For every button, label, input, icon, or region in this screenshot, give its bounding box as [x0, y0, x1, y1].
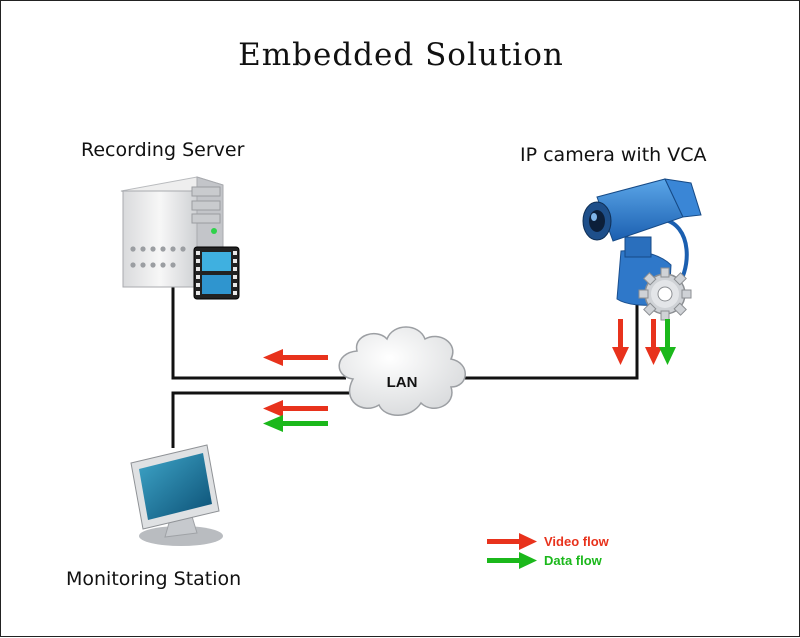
video-flow-arrow: [263, 349, 328, 366]
ip-camera-label: IP camera with VCA: [520, 144, 707, 166]
server-flow-arrows: [263, 349, 328, 366]
monitor-flow-arrows: [263, 400, 328, 432]
lan-label: LAN: [387, 374, 418, 391]
camera-flow-arrows: [612, 319, 676, 365]
gear-icon: [638, 267, 692, 321]
data-flow-arrow: [659, 319, 676, 365]
cable-lan-to-monitor: [171, 391, 349, 448]
legend-data-flow: Data flow: [544, 553, 602, 568]
legend-data-arrow: [487, 552, 537, 569]
cloud-icon: [338, 326, 466, 416]
film-strip-icon: [193, 246, 240, 300]
camera-icon: [582, 178, 702, 306]
video-flow-arrow: [645, 319, 662, 365]
legend-video-arrow: [487, 533, 537, 550]
video-flow-arrow: [612, 319, 629, 365]
video-flow-arrow: [263, 400, 328, 417]
monitoring-station-label: Monitoring Station: [66, 568, 242, 590]
page-title: Embedded Solution: [238, 37, 564, 73]
network-cables: [171, 286, 639, 448]
monitor-icon: [130, 444, 223, 546]
data-flow-arrow: [263, 415, 328, 432]
cable-server-to-lan: [171, 286, 346, 380]
cable-lan-to-camera: [456, 301, 639, 380]
legend-video-flow: Video flow: [544, 534, 609, 549]
recording-server-label: Recording Server: [81, 139, 245, 161]
server-icon: [120, 176, 224, 288]
